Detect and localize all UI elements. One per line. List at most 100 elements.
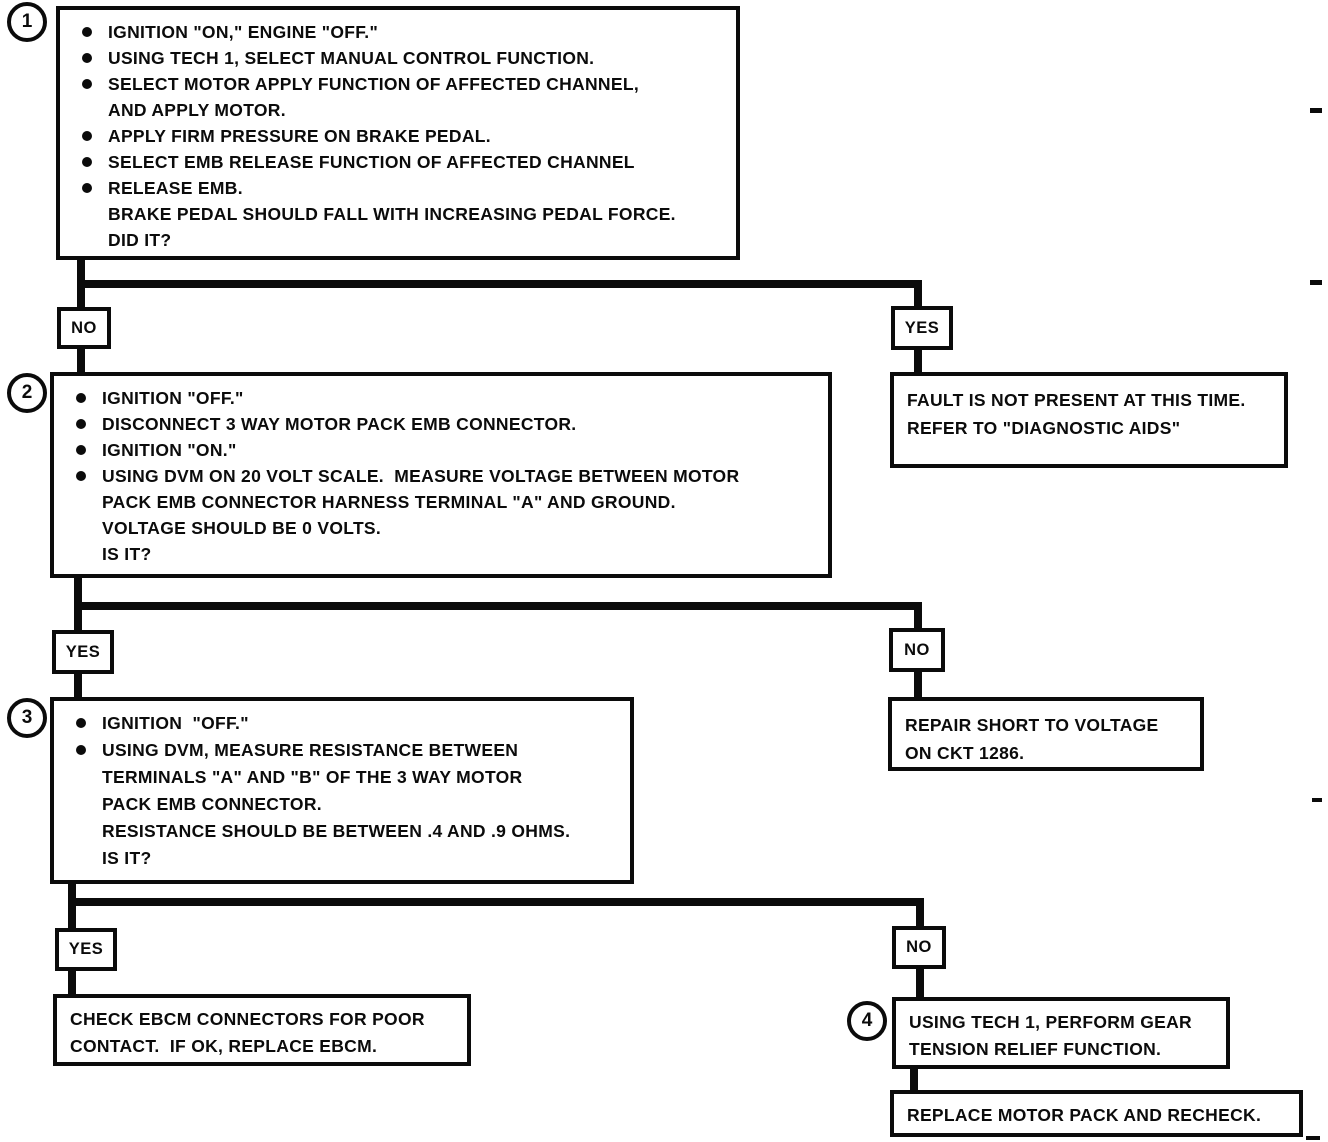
connector-branch2-horizontal — [74, 602, 922, 610]
connector-branch2-right-drop — [914, 602, 922, 630]
text: USING TECH 1, SELECT MANUAL CONTROL FUNC… — [108, 48, 595, 68]
text-line: USING DVM ON 20 VOLT SCALE. MEASURE VOLT… — [66, 463, 820, 489]
text: IGNITION "ON," ENGINE "OFF." — [108, 22, 379, 42]
text-line: IS IT? — [66, 845, 622, 872]
bullet-icon — [76, 393, 86, 403]
check-ebcm-box: CHECK EBCM CONNECTORS FOR POOR CONTACT. I… — [53, 994, 471, 1066]
bullet-icon — [82, 157, 92, 167]
text-line: VOLTAGE SHOULD BE 0 VOLTS. — [66, 515, 820, 541]
connector-branch1-horizontal — [77, 280, 922, 288]
text: CONTACT. IF OK, REPLACE EBCM. — [70, 1036, 378, 1056]
text-line: DID IT? — [72, 227, 728, 253]
text-line: REFER TO "DIAGNOSTIC AIDS" — [907, 414, 1274, 442]
step-3-box: IGNITION "OFF." USING DVM, MEASURE RESIST… — [50, 697, 634, 884]
connector-step4-to-replace — [910, 1067, 918, 1092]
connector-branch3-horizontal — [68, 898, 924, 906]
text-line: SELECT MOTOR APPLY FUNCTION OF AFFECTED … — [72, 71, 728, 97]
text: IS IT? — [102, 848, 152, 868]
scan-artifact-mark — [1306, 1136, 1320, 1140]
connector-branch1-right-drop — [914, 280, 922, 312]
text-line: AND APPLY MOTOR. — [72, 97, 728, 123]
text: FAULT IS NOT PRESENT AT THIS TIME. — [907, 390, 1246, 410]
text-line: SELECT EMB RELEASE FUNCTION OF AFFECTED … — [72, 149, 728, 175]
step-4-box: USING TECH 1, PERFORM GEAR TENSION RELIEF… — [892, 997, 1230, 1069]
text: RELEASE EMB. — [108, 178, 243, 198]
text: SELECT MOTOR APPLY FUNCTION OF AFFECTED … — [108, 74, 639, 94]
branch2-yes-label: YES — [52, 630, 114, 674]
text-line: DISCONNECT 3 WAY MOTOR PACK EMB CONNECTO… — [66, 411, 820, 437]
text: IGNITION "OFF." — [102, 388, 244, 408]
text: REPAIR SHORT TO VOLTAGE — [905, 715, 1159, 735]
text-line: IGNITION "ON," ENGINE "OFF." — [72, 19, 728, 45]
connector-yes2-to-step3 — [74, 672, 82, 699]
connector-step1-stem — [77, 258, 85, 286]
text: IGNITION "ON." — [102, 440, 237, 460]
text: USING TECH 1, PERFORM GEAR — [909, 1012, 1192, 1032]
replace-motor-pack-box: REPLACE MOTOR PACK AND RECHECK. — [890, 1090, 1303, 1137]
text-line: USING DVM, MEASURE RESISTANCE BETWEEN — [66, 737, 622, 764]
text-line: BRAKE PEDAL SHOULD FALL WITH INCREASING … — [72, 201, 728, 227]
text: SELECT EMB RELEASE FUNCTION OF AFFECTED … — [108, 152, 635, 172]
text-line: FAULT IS NOT PRESENT AT THIS TIME. — [907, 386, 1274, 414]
text-line: USING TECH 1, PERFORM GEAR — [909, 1009, 1216, 1036]
text: AND APPLY MOTOR. — [108, 100, 286, 120]
text: PACK EMB CONNECTOR HARNESS TERMINAL "A" … — [102, 492, 676, 512]
bullet-icon — [82, 79, 92, 89]
text-line: IGNITION "OFF." — [66, 710, 622, 737]
connector-yes3-to-check — [68, 969, 76, 996]
text: DISCONNECT 3 WAY MOTOR PACK EMB CONNECTO… — [102, 414, 577, 434]
text-line: RELEASE EMB. — [72, 175, 728, 201]
branch2-no-label: NO — [889, 628, 945, 672]
branch1-no-label: NO — [57, 307, 111, 349]
step-1-box: IGNITION "ON," ENGINE "OFF." USING TECH 1… — [56, 6, 740, 260]
branch3-yes-label: YES — [55, 928, 117, 971]
connector-no2-to-repair — [914, 670, 922, 699]
connector-branch2-left-drop — [74, 602, 82, 632]
connector-branch3-left-drop — [68, 898, 76, 930]
scan-artifact-mark — [1310, 108, 1322, 113]
branch3-no-label: NO — [892, 926, 946, 969]
text: TERMINALS "A" AND "B" OF THE 3 WAY MOTOR — [102, 767, 523, 787]
text-line: TERMINALS "A" AND "B" OF THE 3 WAY MOTOR — [66, 764, 622, 791]
text: USING DVM ON 20 VOLT SCALE. MEASURE VOLT… — [102, 466, 740, 486]
bullet-icon — [82, 53, 92, 63]
text-line: PACK EMB CONNECTOR. — [66, 791, 622, 818]
bullet-icon — [76, 445, 86, 455]
text-line: APPLY FIRM PRESSURE ON BRAKE PEDAL. — [72, 123, 728, 149]
text: REPLACE MOTOR PACK AND RECHECK. — [907, 1104, 1262, 1125]
text: BRAKE PEDAL SHOULD FALL WITH INCREASING … — [108, 204, 676, 224]
text-line: CHECK EBCM CONNECTORS FOR POOR — [70, 1006, 457, 1033]
text-line: ON CKT 1286. — [905, 739, 1190, 767]
scan-artifact-mark — [1310, 280, 1322, 285]
text-line: PACK EMB CONNECTOR HARNESS TERMINAL "A" … — [66, 489, 820, 515]
text-line: IGNITION "ON." — [66, 437, 820, 463]
text: ON CKT 1286. — [905, 743, 1025, 763]
text-line: USING TECH 1, SELECT MANUAL CONTROL FUNC… — [72, 45, 728, 71]
text: REFER TO "DIAGNOSTIC AIDS" — [907, 418, 1181, 438]
text: APPLY FIRM PRESSURE ON BRAKE PEDAL. — [108, 126, 491, 146]
step-4-number-circle: 4 — [847, 1001, 887, 1041]
text: TENSION RELIEF FUNCTION. — [909, 1039, 1162, 1059]
step-3-number-circle: 3 — [7, 698, 47, 738]
text: VOLTAGE SHOULD BE 0 VOLTS. — [102, 518, 382, 538]
scan-artifact-mark — [1312, 798, 1322, 802]
connector-branch1-left-drop — [77, 280, 85, 310]
text-line: TENSION RELIEF FUNCTION. — [909, 1036, 1216, 1063]
bullet-icon — [76, 718, 86, 728]
text: USING DVM, MEASURE RESISTANCE BETWEEN — [102, 740, 519, 760]
branch1-yes-label: YES — [891, 306, 953, 350]
connector-step2-stem — [74, 576, 82, 608]
step-2-number-circle: 2 — [7, 373, 47, 413]
text-line: IS IT? — [66, 541, 820, 567]
bullet-icon — [76, 471, 86, 481]
bullet-icon — [82, 27, 92, 37]
step-1-number-circle: 1 — [7, 2, 47, 42]
text-line: REPLACE MOTOR PACK AND RECHECK. — [907, 1102, 1261, 1128]
text: IS IT? — [102, 544, 152, 564]
text-line: CONTACT. IF OK, REPLACE EBCM. — [70, 1033, 457, 1060]
bullet-icon — [76, 419, 86, 429]
text: CHECK EBCM CONNECTORS FOR POOR — [70, 1009, 425, 1029]
bullet-icon — [82, 183, 92, 193]
connector-yes1-to-fault — [914, 348, 922, 374]
